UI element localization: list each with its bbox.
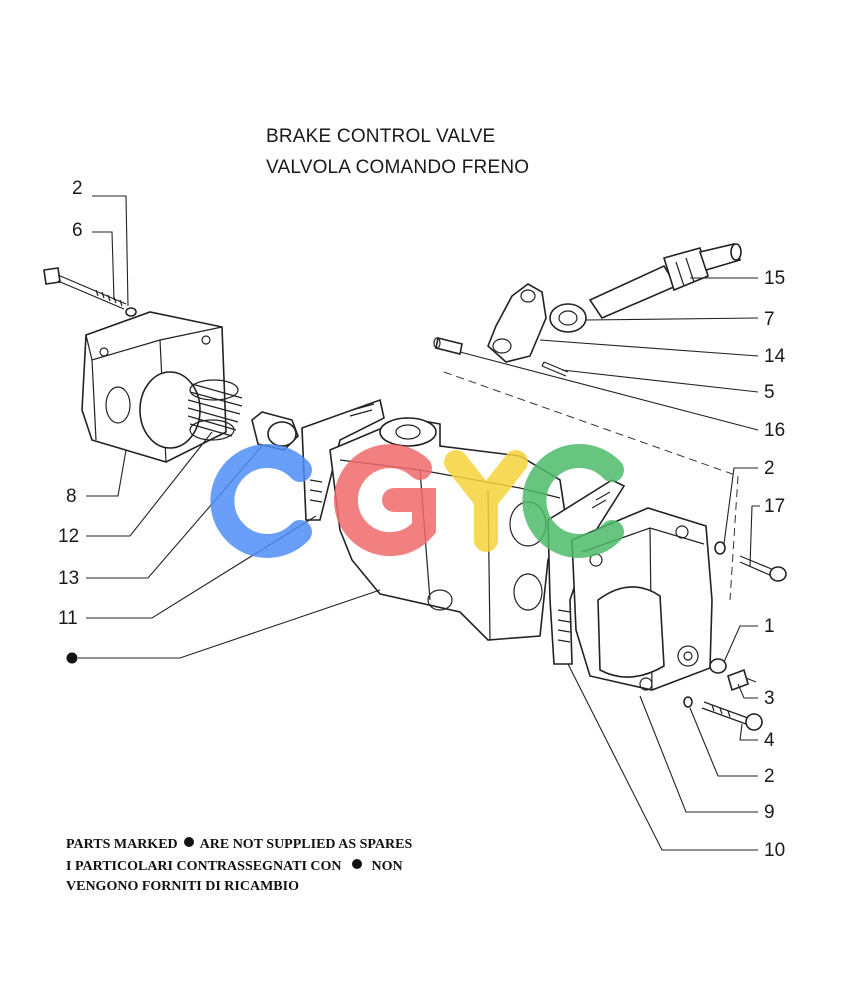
bolt-part-17: [739, 555, 787, 582]
note-line-2: I PARTICOLARI CONTRASSEGNATI CON NON: [66, 859, 403, 875]
washer-part-2-lower: [683, 696, 693, 708]
pin-part-5: [541, 361, 569, 377]
watermark-letter-y: [444, 450, 528, 552]
callout-12: 12: [58, 526, 79, 547]
note-line-1-start: PARTS MARKED: [66, 837, 178, 852]
washer-part-2-right: [714, 541, 726, 555]
callout-3: 3: [764, 688, 775, 709]
right-cover-part-9: [571, 507, 713, 691]
callout-17: 17: [764, 496, 785, 517]
callout-13: 13: [58, 568, 79, 589]
gasket-part-11: [301, 398, 385, 521]
shaft-part-15: [588, 243, 742, 319]
washer-part-1: [709, 658, 727, 674]
callout-14: 14: [764, 346, 786, 367]
watermark-logo: [210, 444, 624, 558]
note-line-2-start: I PARTICOLARI CONTRASSEGNATI CON: [66, 859, 342, 874]
title-italian: VALVOLA COMANDO FRENO: [266, 157, 530, 178]
bolt-part-4: [701, 701, 763, 731]
gasket-part-10: [547, 479, 626, 665]
watermark-letter-c1: [210, 444, 312, 558]
watermark-letter-c2: [522, 444, 624, 558]
note-line-2-end: NON: [371, 859, 403, 874]
pin-part-16: [433, 337, 463, 355]
callout-2-right: 2: [764, 458, 775, 479]
note-dot-2: [351, 859, 362, 869]
watermark-letter-g: [333, 444, 436, 557]
not-supplied-marker-dot: [66, 652, 78, 664]
oil-seal-part-7: [549, 303, 587, 333]
screw-part-3: [727, 668, 757, 692]
piston-part-13: [251, 411, 299, 451]
spring-part-12: [187, 379, 243, 441]
callout-5: 5: [764, 382, 775, 403]
callout-16: 16: [764, 420, 785, 441]
callout-4: 4: [764, 730, 775, 751]
callout-6: 6: [72, 220, 83, 241]
callout-labels: 2 6 8 12 13 11 15 7 14 5 16 2 17 1 3 4 2…: [58, 178, 786, 861]
callout-7: 7: [764, 309, 775, 330]
callout-2-top: 2: [72, 178, 83, 199]
note-dot-1: [183, 837, 194, 847]
callout-10: 10: [764, 840, 785, 861]
title-english: BRAKE CONTROL VALVE: [266, 126, 496, 147]
note-line-3: VENGONO FORNITI DI RICAMBIO: [66, 879, 299, 894]
note-line-1-end: ARE NOT SUPPLIED AS SPARES: [199, 837, 413, 852]
callout-9: 9: [764, 802, 775, 823]
note-line-1: PARTS MARKED ARE NOT SUPPLIED AS SPARES: [66, 837, 412, 853]
callout-2-lower: 2: [764, 766, 775, 787]
washer-part-2-top: [125, 307, 137, 317]
callout-15: 15: [764, 268, 785, 289]
callout-11: 11: [58, 608, 78, 629]
bolt-part-6: [43, 267, 127, 310]
callout-1: 1: [764, 616, 775, 637]
lever-part-14: [487, 283, 547, 363]
callout-8: 8: [66, 486, 77, 507]
assembly-line: [443, 371, 739, 601]
